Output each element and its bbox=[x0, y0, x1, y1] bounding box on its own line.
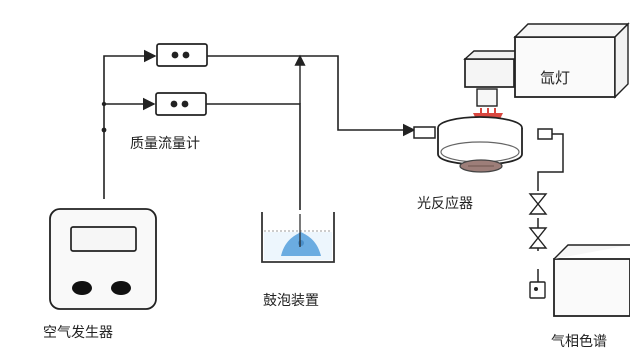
xenon-lamp-label: 氙灯 bbox=[540, 69, 570, 87]
photoreactor-label: 光反应器 bbox=[417, 195, 473, 212]
photoreactor bbox=[413, 116, 553, 173]
valve-upper bbox=[528, 193, 548, 215]
bottom-flow-line bbox=[206, 103, 301, 210]
air-generator bbox=[49, 208, 157, 310]
bubbler-apparatus bbox=[261, 212, 335, 263]
gas-chromatograph-label: 气相色谱 bbox=[551, 333, 607, 348]
bubbler-label: 鼓泡装置 bbox=[263, 293, 319, 309]
xenon-lamp bbox=[463, 22, 630, 133]
junction-dot-lower bbox=[101, 127, 107, 133]
air-generator-riser-line bbox=[103, 49, 157, 199]
air-generator-label: 空气发生器 bbox=[43, 325, 113, 341]
gas-chromatograph bbox=[553, 244, 630, 317]
junction-dot-upper bbox=[101, 101, 107, 107]
mass-flow-meter-top bbox=[156, 43, 208, 67]
mass-flow-meter-label: 质量流量计 bbox=[130, 136, 200, 152]
mass-flow-meter-bottom bbox=[155, 92, 207, 116]
detector-fitting bbox=[529, 281, 546, 299]
valve-lower bbox=[528, 227, 548, 249]
top-flow-line bbox=[207, 55, 416, 137]
